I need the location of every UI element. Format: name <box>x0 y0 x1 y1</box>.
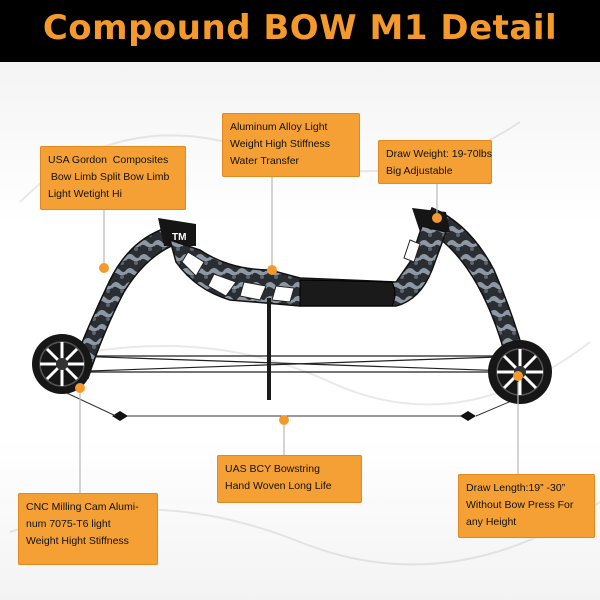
callout-draw-weight: Draw Weight: 19-70lbs Big Adjustable <box>378 140 492 184</box>
callout-riser-line: Aluminum Alloy Light <box>230 121 328 133</box>
callout-riser-line: Water Transfer <box>230 155 300 167</box>
callout-draw-weight-line: Draw Weight: 19-70lbs <box>386 148 493 160</box>
callout-draw-length-line: Without Bow Press For <box>466 499 574 511</box>
riser-cutouts <box>181 239 421 303</box>
callout-cam-line: num 7075-T6 light <box>26 518 111 530</box>
callout-draw-length-line: any Height <box>466 516 517 528</box>
callout-bowstring-line: UAS BCY Bowstring <box>225 463 320 475</box>
limb-logo-text: TM <box>172 232 186 243</box>
callout-cam: CNC Milling Cam Alumi- num 7075-T6 light… <box>18 493 158 565</box>
callout-cam-line: CNC Milling Cam Alumi- <box>26 501 139 513</box>
callout-limb-line: Light Wetight Hi <box>48 188 122 200</box>
grip <box>299 279 396 307</box>
marker-dots <box>75 213 523 425</box>
callout-draw-length-line: Draw Length:19” -30” <box>466 482 566 494</box>
callout-limb: USA Gordon Composites Bow Limb Split Bow… <box>40 146 186 210</box>
callout-cam-line: Weight Hight Stiffness <box>26 535 129 547</box>
bowstrings <box>59 355 541 373</box>
left-limb-pocket <box>158 218 196 246</box>
callout-draw-weight-line: Big Adjustable <box>386 165 453 177</box>
cable-rod <box>267 298 271 400</box>
string-end-right <box>460 411 476 421</box>
leader-lines <box>79 177 519 493</box>
string-end-left <box>112 411 128 421</box>
callout-bowstring-line: Hand Woven Long Life <box>225 480 332 492</box>
callout-limb-line: Bow Limb Split Bow Limb <box>48 171 170 183</box>
callout-riser: Aluminum Alloy Light Weight High Stiffne… <box>222 113 360 177</box>
callout-bowstring: UAS BCY Bowstring Hand Woven Long Life <box>217 455 362 503</box>
callout-draw-length: Draw Length:19” -30” Without Bow Press F… <box>458 474 595 538</box>
callout-riser-line: Weight High Stiffness <box>230 138 330 150</box>
callout-limb-line: USA Gordon Composites <box>48 154 169 166</box>
title-bar: Compound BOW M1 Detail <box>0 0 600 62</box>
left-cam <box>32 334 92 394</box>
page-title: Compound BOW M1 Detail <box>42 8 558 48</box>
